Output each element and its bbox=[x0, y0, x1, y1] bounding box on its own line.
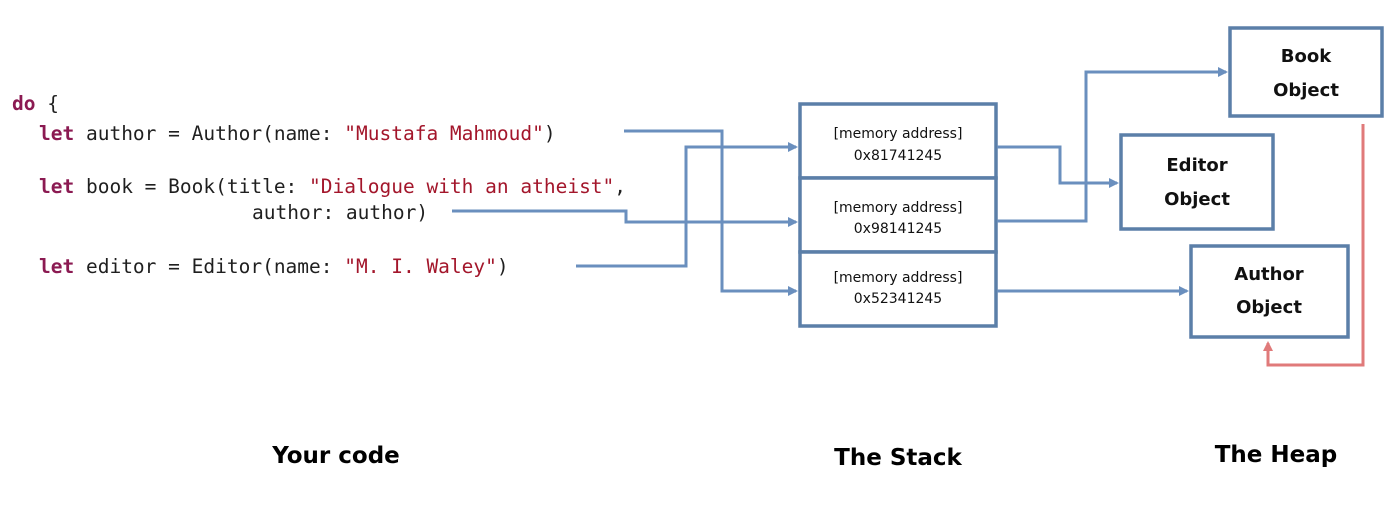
code-line-author: let author = Author(name: "Mustafa Mahmo… bbox=[39, 122, 556, 145]
stack-cell-2-address: 0x98141245 bbox=[854, 221, 942, 237]
label-the-stack: The Stack bbox=[834, 445, 962, 471]
code-to-stack-arrows bbox=[452, 129, 798, 296]
heap-author-object bbox=[1189, 244, 1350, 339]
stack-cell-1-address: 0x81741245 bbox=[854, 148, 942, 164]
stack-cell-2-label: [memory address] bbox=[834, 200, 963, 216]
arrow-stack1-to-editor bbox=[997, 145, 1119, 188]
arrow-book-to-author-reference bbox=[1263, 124, 1365, 367]
stack-cell-1 bbox=[798, 102, 998, 180]
stack-cell-1-label: [memory address] bbox=[834, 126, 963, 142]
stack-cell-3-label: [memory address] bbox=[834, 270, 963, 286]
arrow-book-to-stack bbox=[452, 209, 798, 227]
heap-book-object bbox=[1228, 26, 1384, 118]
arrow-author-to-stack bbox=[624, 129, 798, 296]
stack-cell-2 bbox=[798, 176, 998, 254]
code-line-editor: let editor = Editor(name: "M. I. Waley") bbox=[39, 255, 509, 278]
stack-cell-3 bbox=[798, 250, 998, 328]
heap-editor-object bbox=[1119, 133, 1275, 231]
stack-to-heap-arrows bbox=[997, 67, 1228, 296]
heap: Book Object Editor Object Author Object bbox=[1119, 26, 1384, 339]
code-line-book: let book = Book(title: "Dialogue with an… bbox=[39, 175, 626, 198]
code-block: do { let author = Author(name: "Mustafa … bbox=[12, 92, 626, 278]
heap-editor-line2: Object bbox=[1164, 189, 1230, 210]
code-line-do: do { bbox=[12, 92, 59, 115]
section-labels: Your code The Stack The Heap bbox=[271, 442, 1337, 471]
heap-editor-line1: Editor bbox=[1166, 155, 1227, 176]
heap-author-line1: Author bbox=[1234, 264, 1304, 285]
arrow-stack2-to-book bbox=[997, 67, 1228, 223]
code-line-book-cont: author: author) bbox=[252, 201, 428, 224]
heap-book-line1: Book bbox=[1281, 46, 1332, 67]
stack: [memory address] 0x81741245 [memory addr… bbox=[798, 102, 998, 328]
label-your-code: Your code bbox=[271, 443, 400, 469]
arrow-editor-to-stack bbox=[576, 142, 798, 268]
heap-author-line2: Object bbox=[1236, 297, 1302, 318]
stack-cell-3-address: 0x52341245 bbox=[854, 291, 942, 307]
heap-book-line2: Object bbox=[1273, 80, 1339, 101]
label-the-heap: The Heap bbox=[1215, 442, 1338, 468]
